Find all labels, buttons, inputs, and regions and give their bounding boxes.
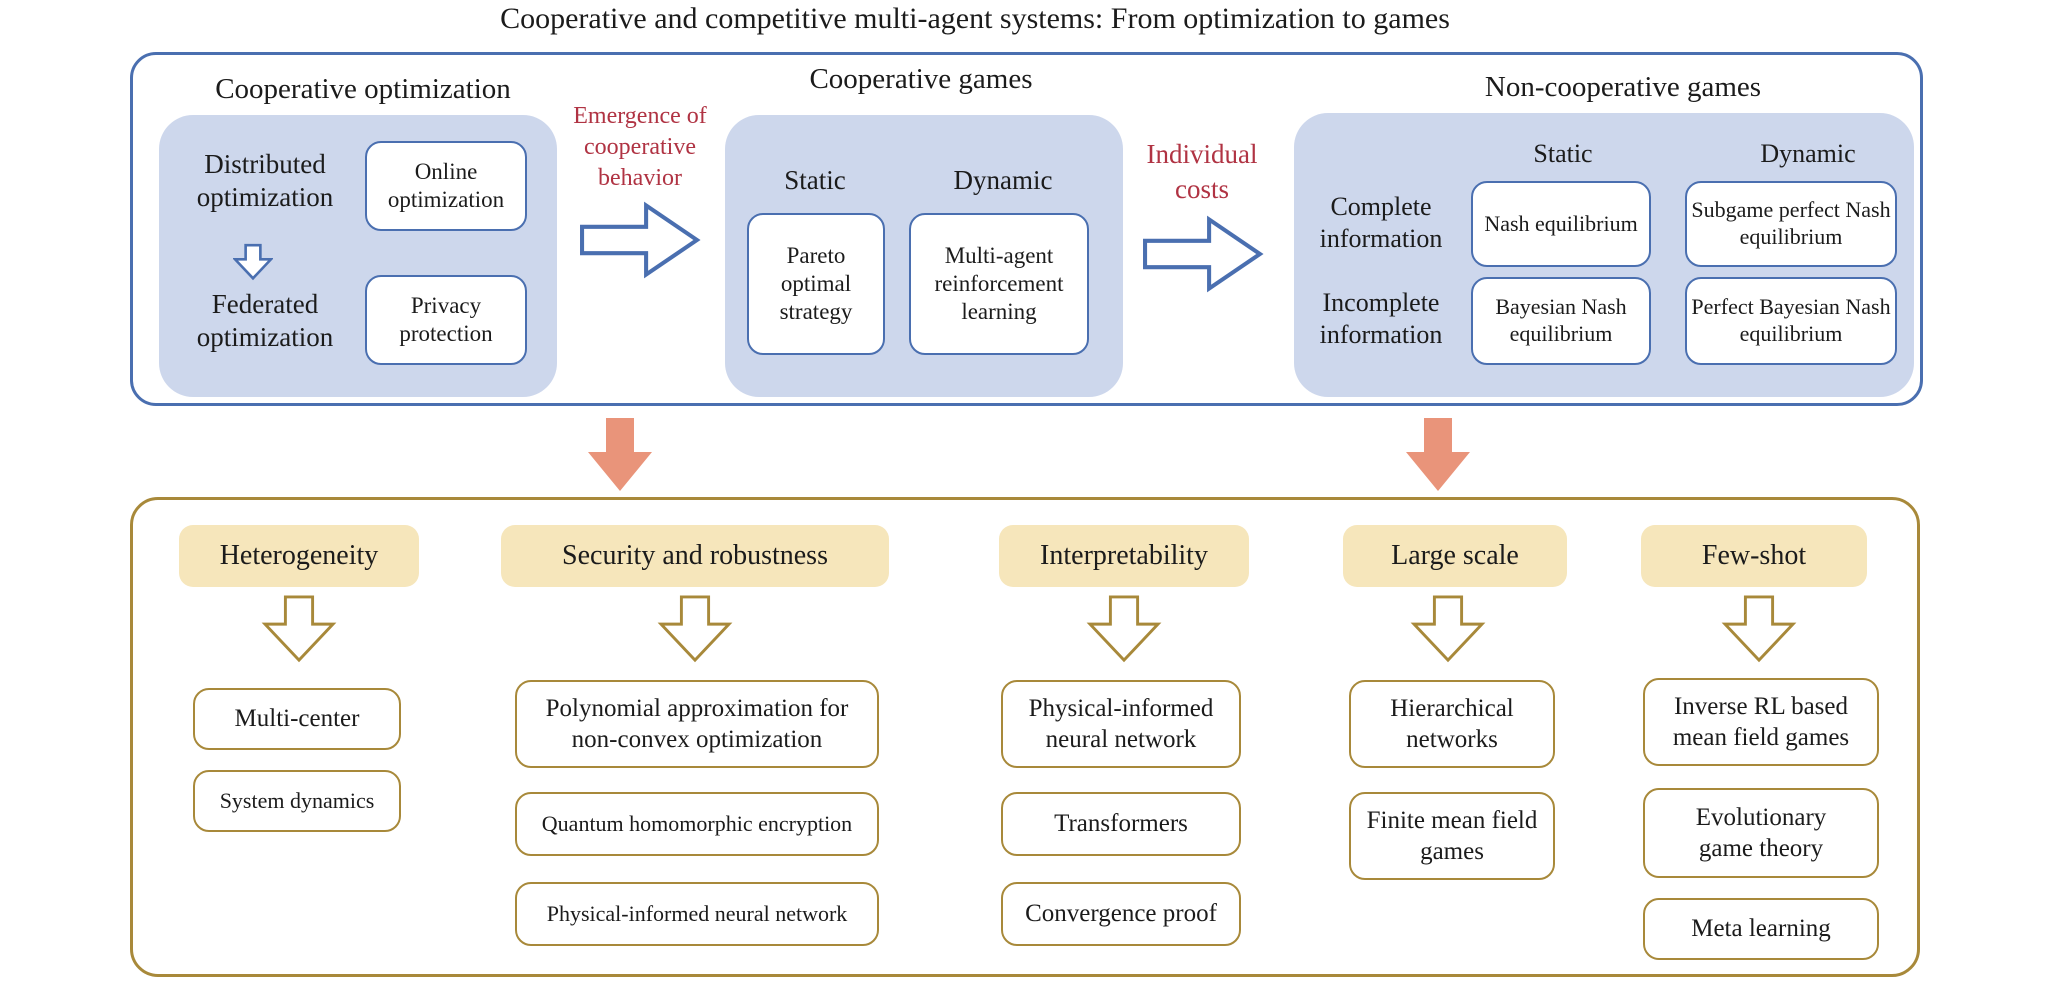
top-panel: Cooperative optimization Distributed opt… xyxy=(130,52,1923,406)
federated-optimization-node: Federated optimization xyxy=(196,289,334,352)
evolutionary-game-theory-box: Evolutionary game theory xyxy=(1643,788,1879,878)
static-header: Static xyxy=(1533,139,1593,168)
pareto-optimal-strategy-box: Pareto optimal strategy xyxy=(747,213,885,355)
dynamic-header: Dynamic xyxy=(1760,139,1856,168)
gold-down-arrow-icon xyxy=(1410,595,1486,663)
down-arrow-icon xyxy=(233,237,273,287)
heterogeneity-header: Heterogeneity xyxy=(179,525,419,587)
privacy-protection-box: Privacy protection xyxy=(365,275,527,365)
gold-down-arrow-icon xyxy=(657,595,733,663)
cooperative-games-label: Cooperative games xyxy=(809,63,1033,95)
non-cooperative-games-group: Static Dynamic Complete information Nash… xyxy=(1294,113,1914,397)
security-robustness-header: Security and robustness xyxy=(501,525,889,587)
figure-title: Cooperative and competitive multi-agent … xyxy=(500,2,1450,35)
gold-down-arrow-icon xyxy=(1086,595,1162,663)
right-arrow-icon xyxy=(579,199,701,281)
static-header: Static xyxy=(784,165,846,195)
convergence-proof-box: Convergence proof xyxy=(1001,882,1241,946)
orange-down-arrow-icon xyxy=(587,418,653,492)
distributed-optimization-node: Distributed optimization xyxy=(196,149,334,212)
cooperative-optimization-label: Cooperative optimization xyxy=(215,73,511,105)
gold-down-arrow-icon xyxy=(1721,595,1797,663)
multi-center-box: Multi-center xyxy=(193,688,401,750)
hierarchical-networks-box: Hierarchical networks xyxy=(1349,680,1555,768)
right-arrow-icon xyxy=(1142,213,1264,295)
orange-down-arrow-icon xyxy=(1405,418,1471,492)
physical-informed-nn-box: Physical-informed neural network xyxy=(1001,680,1241,768)
meta-learning-box: Meta learning xyxy=(1643,898,1879,960)
gold-down-arrow-icon xyxy=(261,595,337,663)
perfect-bayesian-nash-box: Perfect Bayesian Nash equilibrium xyxy=(1685,277,1897,365)
online-optimization-box: Online optimization xyxy=(365,141,527,231)
system-dynamics-box: System dynamics xyxy=(193,770,401,832)
nash-equilibrium-box: Nash equilibrium xyxy=(1471,181,1651,267)
cooperative-games-group: Static Dynamic Pareto optimal strategy M… xyxy=(725,115,1123,397)
incomplete-information-label: Incomplete information xyxy=(1319,287,1443,350)
bayesian-nash-box: Bayesian Nash equilibrium xyxy=(1471,277,1651,365)
non-cooperative-games-label: Non-cooperative games xyxy=(1484,71,1762,103)
large-scale-header: Large scale xyxy=(1343,525,1567,587)
complete-information-label: Complete information xyxy=(1319,191,1443,254)
inverse-rl-mean-field-box: Inverse RL based mean field games xyxy=(1643,678,1879,766)
quantum-homomorphic-box: Quantum homomorphic encryption xyxy=(515,792,879,856)
few-shot-header: Few-shot xyxy=(1641,525,1867,587)
interpretability-header: Interpretability xyxy=(999,525,1249,587)
transformers-box: Transformers xyxy=(1001,792,1241,856)
individual-costs-label: Individual costs xyxy=(1146,139,1258,205)
multi-agent-rl-box: Multi-agent reinforcement learning xyxy=(909,213,1089,355)
dynamic-header: Dynamic xyxy=(953,165,1053,195)
physical-informed-nn-box: Physical-informed neural network xyxy=(515,882,879,946)
subgame-perfect-nash-box: Subgame perfect Nash equilibrium xyxy=(1685,181,1897,267)
emergence-connector-label: Emergence of cooperative behavior xyxy=(573,103,707,192)
cooperative-optimization-group: Distributed optimization Online optimiza… xyxy=(159,115,557,397)
finite-mean-field-games-box: Finite mean field games xyxy=(1349,792,1555,880)
bottom-panel: Heterogeneity Multi-center System dynami… xyxy=(130,497,1920,977)
polynomial-approximation-box: Polynomial approximation for non-convex … xyxy=(515,680,879,768)
